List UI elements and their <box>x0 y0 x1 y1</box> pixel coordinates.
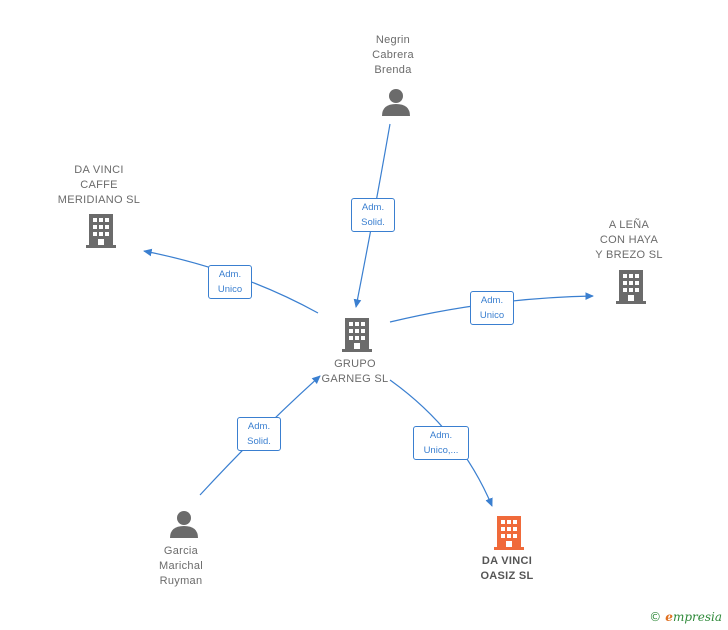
edge-label-grupo-davinci-oasiz[interactable]: Adm. Unico,... <box>413 426 469 460</box>
node-label-davinci-caffe[interactable]: DA VINCI CAFFE MERIDIANO SL <box>57 164 141 206</box>
building-icon[interactable] <box>342 318 372 352</box>
building-icon[interactable] <box>494 516 524 550</box>
node-label-grupo[interactable]: GRUPO GARNEG SL <box>321 358 389 385</box>
node-label-negrin[interactable]: Negrin Cabrera Brenda <box>372 34 414 76</box>
edge-label-garcia-grupo[interactable]: Adm. Solid. <box>237 417 281 451</box>
building-icon[interactable] <box>616 270 646 304</box>
node-label-garcia[interactable]: Garcia Marichal Ruyman <box>159 545 203 587</box>
person-icon[interactable] <box>382 89 410 116</box>
empresia-logo-initial: e <box>665 610 673 624</box>
edge-label-grupo-davinci-caffe[interactable]: Adm. Unico <box>208 265 252 299</box>
edge-label-negrin-grupo[interactable]: Adm. Solid. <box>351 198 395 232</box>
person-icon[interactable] <box>170 511 198 538</box>
empresia-watermark: ©empresia <box>649 610 722 624</box>
node-label-davinci-oasiz[interactable]: DA VINCI OASIZ SL <box>480 555 534 582</box>
building-icon[interactable] <box>86 214 116 248</box>
icons-layer <box>86 89 646 550</box>
node-label-alena[interactable]: A LEÑA CON HAYA Y BREZO SL <box>595 219 663 261</box>
copyright-icon: © <box>649 610 662 624</box>
edge-label-grupo-alena[interactable]: Adm. Unico <box>470 291 514 325</box>
edges-layer <box>143 123 594 507</box>
empresia-logo-text: mpresia <box>672 610 722 624</box>
